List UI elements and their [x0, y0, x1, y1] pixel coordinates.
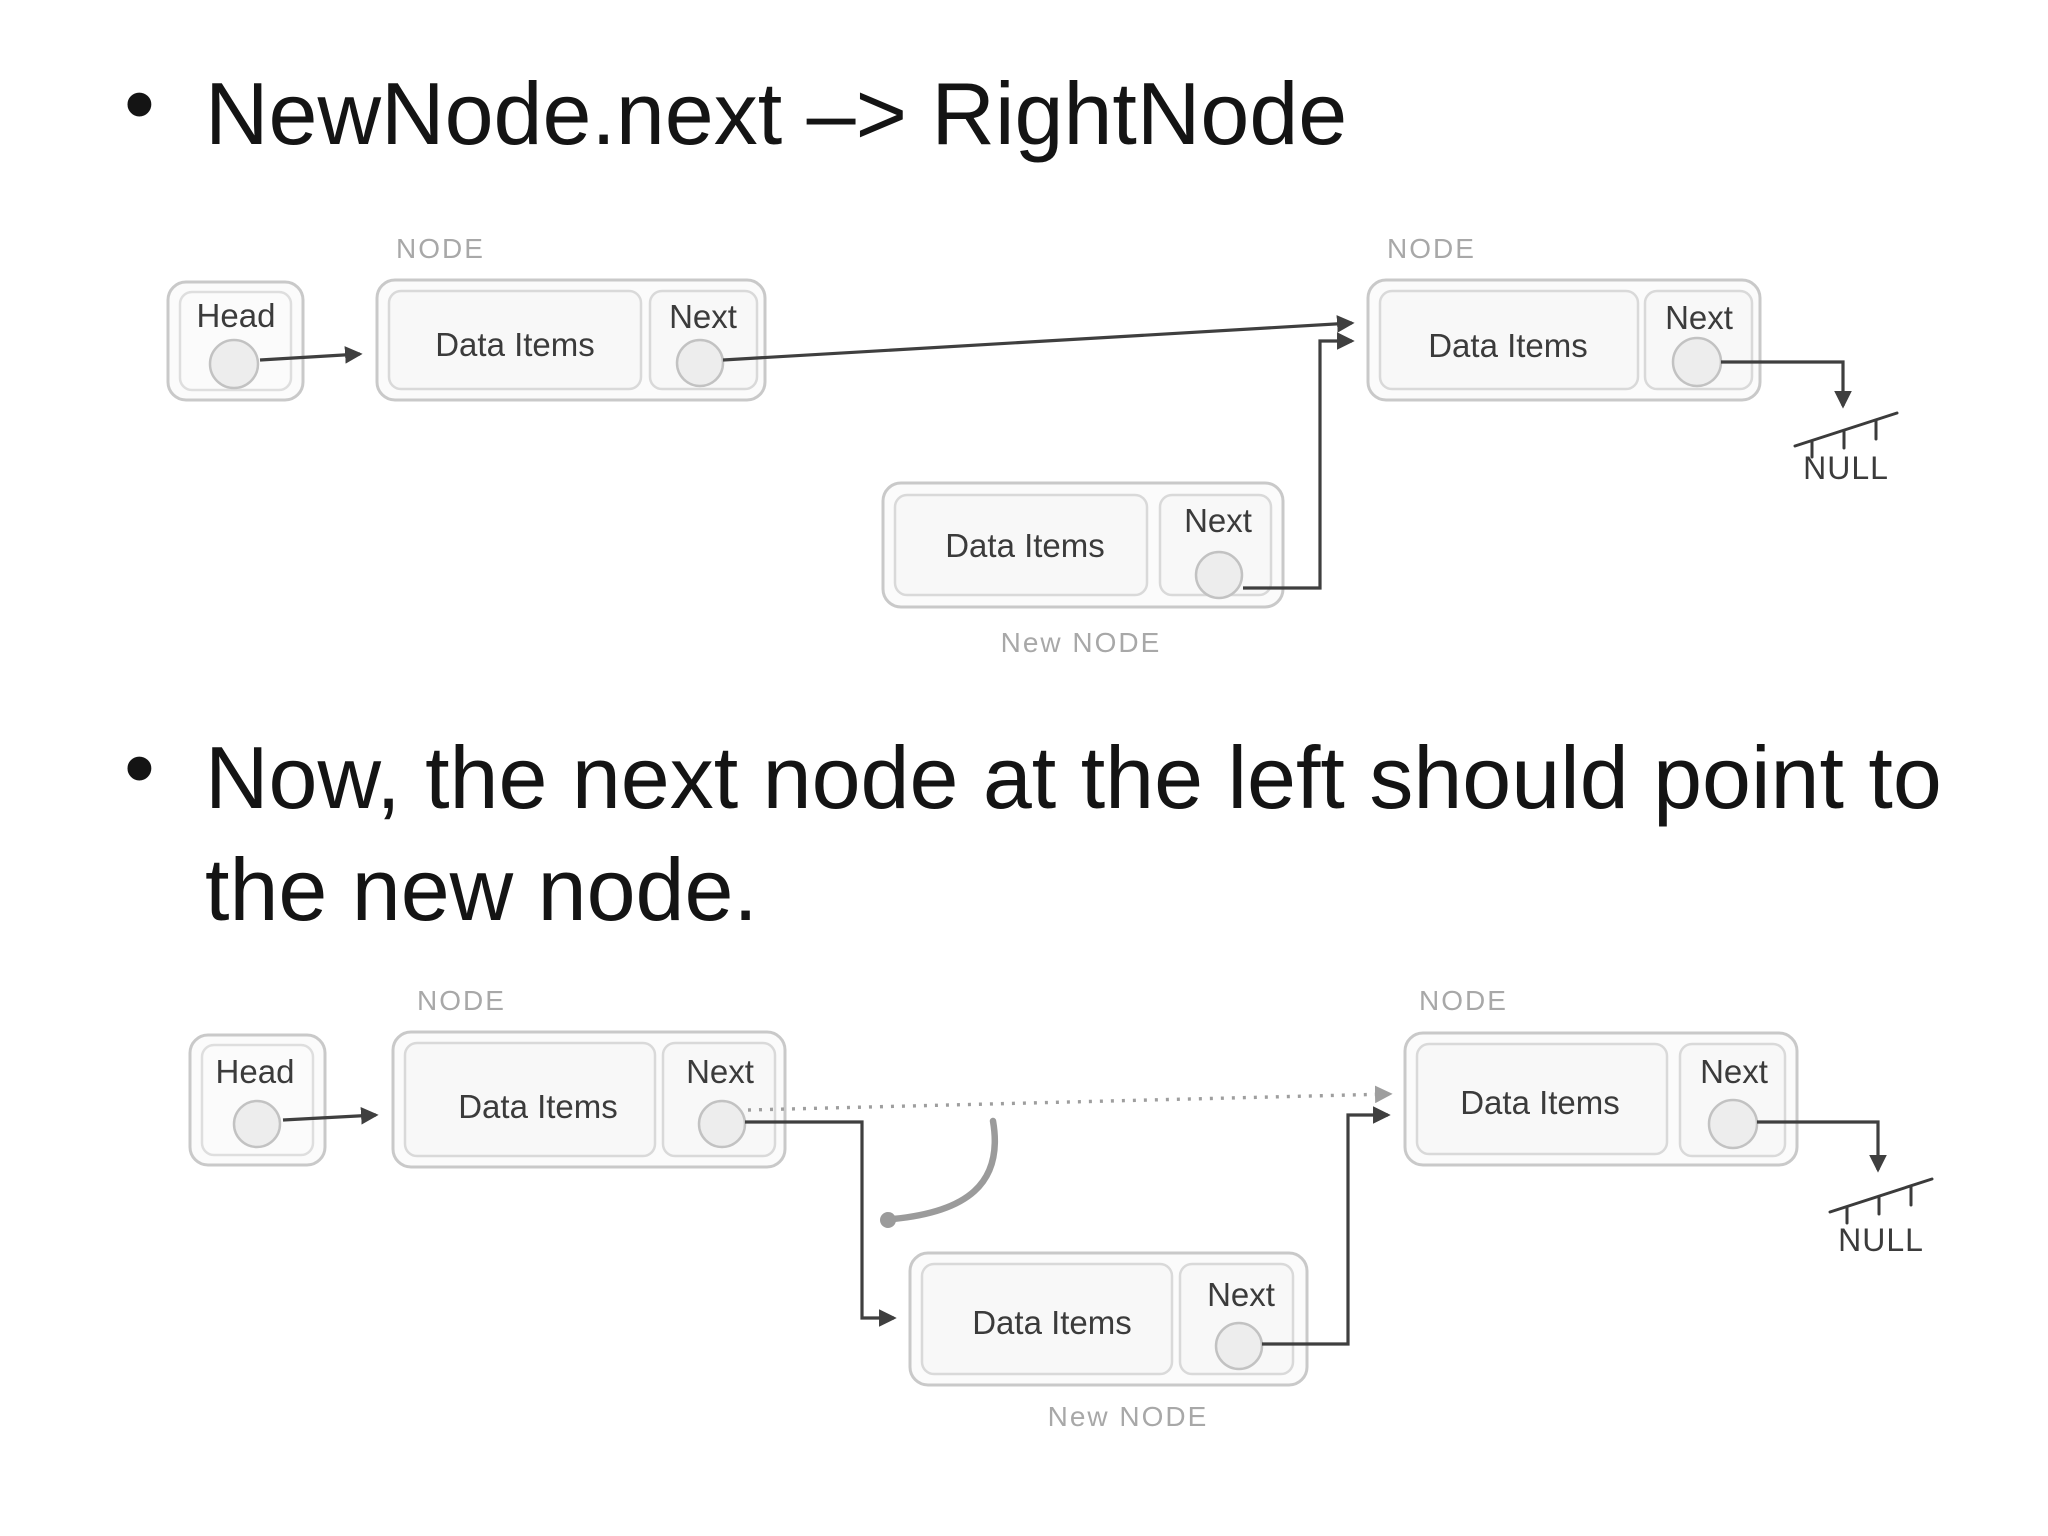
head-pointer-box: Head [166, 280, 305, 402]
head-pointer-box: Head [188, 1033, 327, 1167]
bullet-marker: • [124, 718, 155, 817]
new-node-next-label: Next [1207, 1276, 1275, 1313]
node-title-left: NODE [396, 233, 485, 264]
head-inner-rect [178, 290, 293, 392]
new-node-next-cell [1178, 1262, 1295, 1376]
head-to-node-arrow [282, 1107, 379, 1125]
right-node-next-label: Next [1700, 1053, 1768, 1090]
left-node-data-cell [403, 1041, 657, 1158]
left-node-next-cell [661, 1041, 777, 1158]
left-node-data-label: Data Items [435, 326, 595, 363]
node-title-right: NODE [1387, 233, 1476, 264]
node-title-right: NODE [1419, 985, 1508, 1016]
rightnode-to-null-arrow [1721, 360, 1852, 409]
left-node: Data Items Next [391, 1030, 787, 1169]
node-title-left: NODE [417, 985, 506, 1016]
bullet-line: the new node. [205, 840, 758, 939]
new-node-next-circle [1194, 550, 1244, 600]
null-label: NULL [1803, 450, 1889, 486]
new-node-title: New NODE [1048, 1401, 1209, 1432]
head-inner-rect [200, 1043, 315, 1157]
diagram-insert-step2: NODE NODE Head Data Items Next [188, 985, 1934, 1432]
bullet-line: Now, the next node at the left should po… [205, 728, 1942, 827]
leftnode-to-rightnode-arrow [722, 315, 1355, 362]
bullet-item-newnode-next: • NewNode.next –> RightNode [124, 54, 1347, 170]
newnode-to-rightnode-arrow [1243, 332, 1355, 590]
leftnode-to-newnode-arrow [745, 1120, 897, 1327]
bullet-marker: • [124, 54, 155, 153]
new-node-data-label: Data Items [945, 527, 1105, 564]
head-label: Head [197, 297, 276, 334]
new-node: Data Items Next New NODE [881, 481, 1285, 658]
newnode-to-rightnode-arrow [1262, 1106, 1391, 1346]
null-label: NULL [1838, 1222, 1924, 1258]
head-pointer-circle [232, 1099, 282, 1149]
repoint-curve [889, 1117, 998, 1223]
left-node-data-label: Data Items [458, 1088, 618, 1125]
null-symbol: NULL [1793, 411, 1899, 486]
new-node-data-label: Data Items [972, 1304, 1132, 1341]
head-label: Head [216, 1053, 295, 1090]
rightnode-to-null-arrow [1757, 1120, 1887, 1173]
null-slash [1828, 1177, 1934, 1214]
right-node-next-label: Next [1665, 299, 1733, 336]
new-node-next-label: Next [1184, 502, 1252, 539]
left-node-next-label: Next [686, 1053, 754, 1090]
bullet-text: NewNode.next –> RightNode [205, 58, 1347, 170]
right-node-data-cell [1378, 289, 1640, 391]
null-symbol: NULL [1828, 1177, 1934, 1258]
right-node-data-label: Data Items [1460, 1084, 1620, 1121]
right-node: Data Items Next [1403, 1031, 1799, 1167]
new-node-next-circle [1214, 1321, 1264, 1371]
new-node-data-cell [893, 493, 1149, 597]
left-node-next-circle [697, 1099, 747, 1149]
null-slash [1793, 411, 1899, 448]
left-node-next-label: Next [669, 298, 737, 335]
bullet-item-now-next-node: • Now, the next node at the left should … [124, 718, 1942, 946]
old-pointer-dotted-arrow [747, 1085, 1393, 1112]
right-node-next-circle [1671, 336, 1723, 388]
new-node-data-cell [920, 1262, 1174, 1376]
new-node: Data Items Next New NODE [908, 1251, 1309, 1432]
repoint-curve-annotation [880, 1117, 998, 1228]
right-node-data-cell [1415, 1042, 1669, 1156]
left-node: Data Items Next [375, 278, 767, 402]
bullet-line: NewNode.next –> RightNode [205, 64, 1348, 163]
right-node-next-circle [1707, 1098, 1759, 1150]
right-node: Data Items Next [1366, 278, 1762, 402]
head-pointer-circle [208, 338, 260, 390]
left-node-next-circle [675, 338, 725, 388]
repoint-curve-end-dot [880, 1212, 896, 1228]
diagram-insert-step1: NODE NODE Head Data Items Next [166, 233, 1899, 658]
head-to-node-arrow [259, 346, 363, 364]
right-node-data-label: Data Items [1428, 327, 1588, 364]
left-node-data-cell [387, 289, 643, 391]
bullet-text: Now, the next node at the left should po… [205, 722, 1942, 946]
new-node-title: New NODE [1001, 627, 1162, 658]
